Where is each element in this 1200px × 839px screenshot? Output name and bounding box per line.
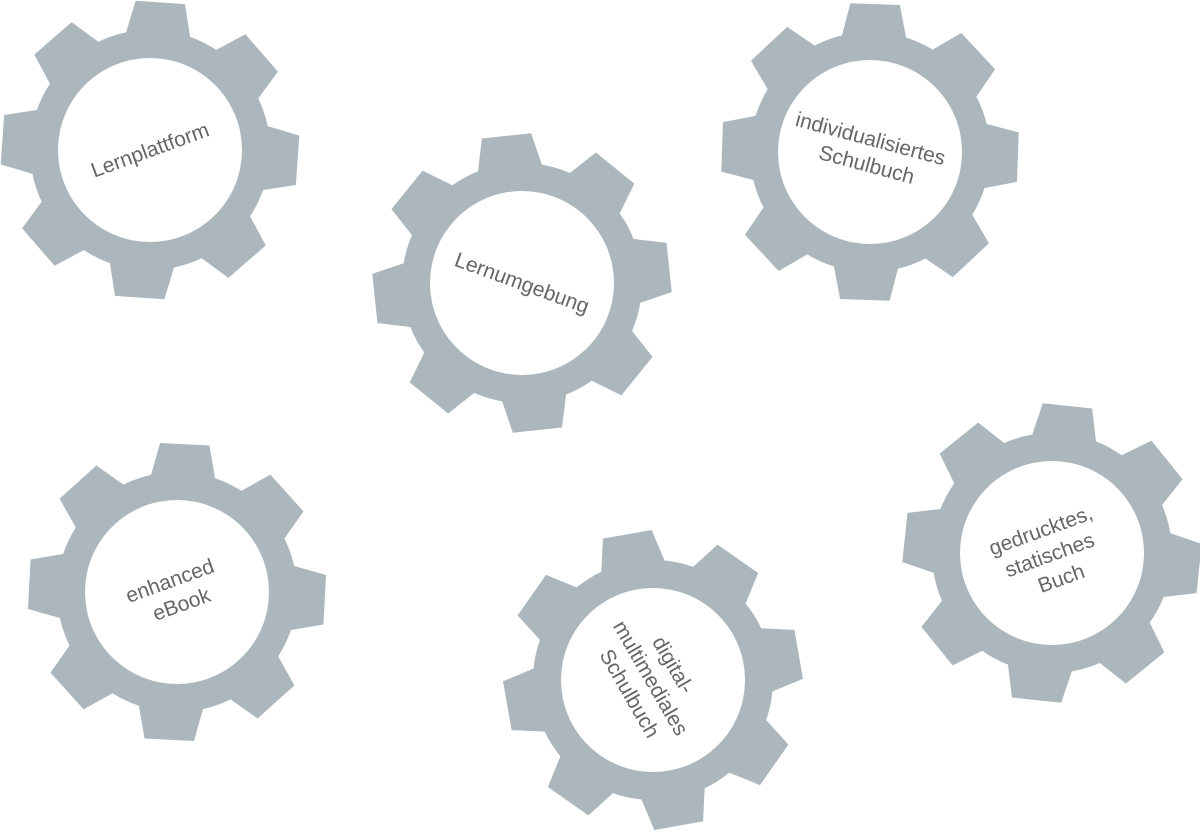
gear-digital-multimediales-schulbuch-hub — [561, 588, 745, 772]
gear-gedrucktes-statisches-buch: gedrucktes, statisches Buch — [902, 403, 1200, 703]
gear-individualisiertes-schulbuch: individualisiertes Schulbuch — [721, 3, 1019, 301]
gear-lernumgebung-hub — [430, 191, 614, 375]
gear-lernumgebung: Lernumgebung — [372, 133, 672, 433]
gear-lernplattform: Lernplattform — [0, 0, 300, 300]
gear-enhanced-ebook: enhanced eBook — [27, 442, 327, 742]
gear-enhanced-ebook-hub — [85, 500, 269, 684]
gear-digital-multimediales-schulbuch: digital- multimediales Schulbuch — [503, 530, 803, 830]
gear-gedrucktes-statisches-buch-hub — [960, 461, 1144, 645]
gear-lernplattform-hub — [58, 58, 242, 242]
gear-individualisiertes-schulbuch-hub — [778, 60, 962, 244]
